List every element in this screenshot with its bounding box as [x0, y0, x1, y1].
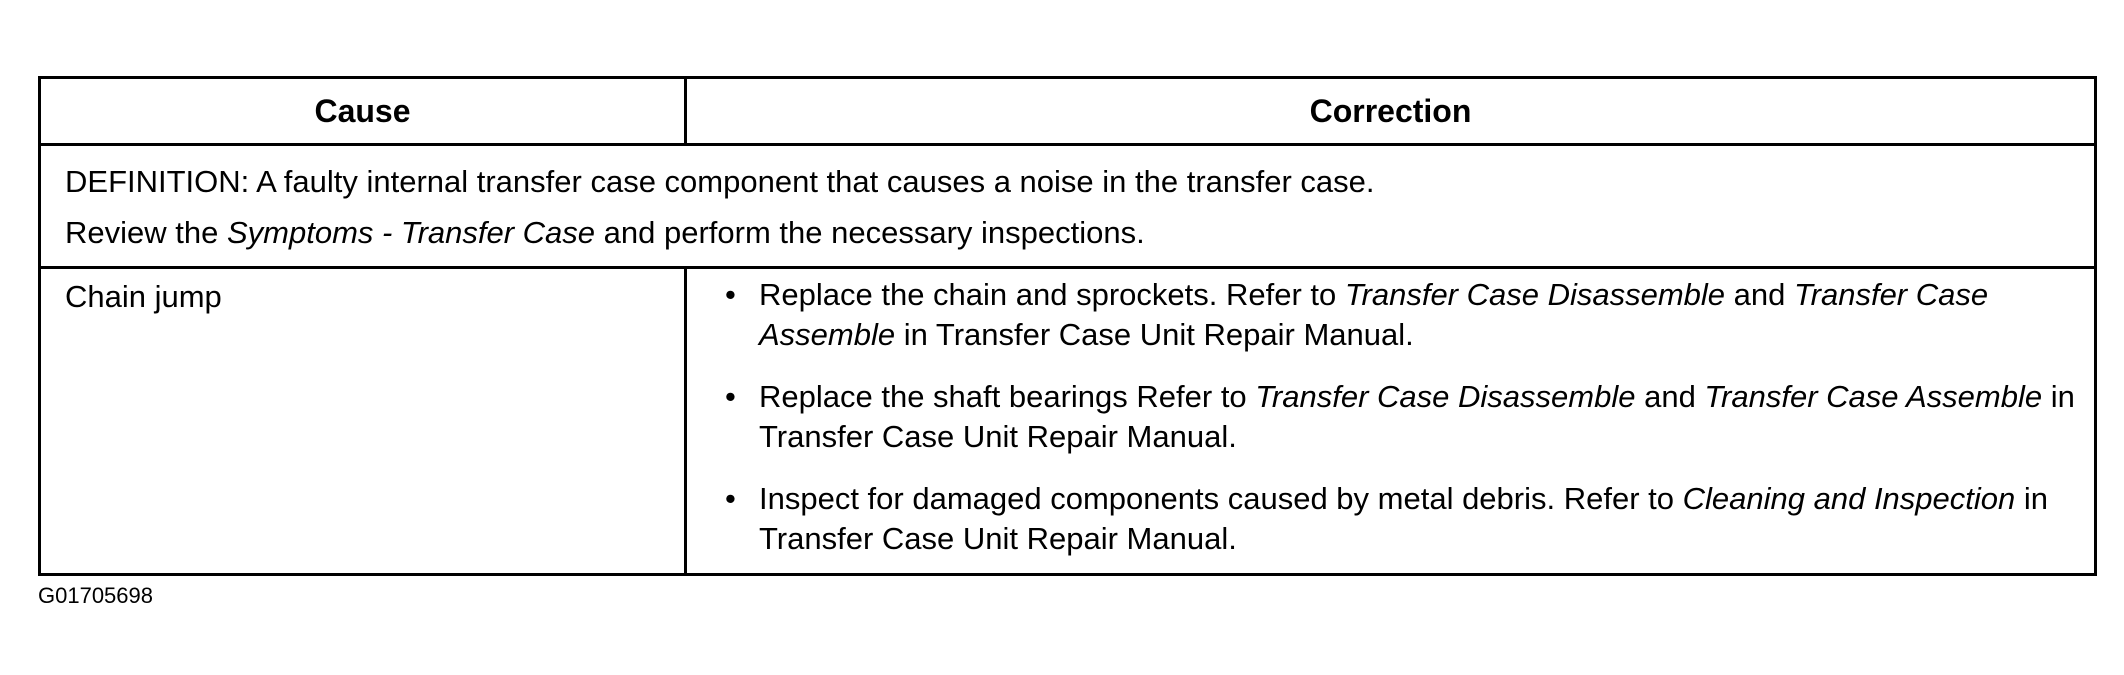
definition-text: DEFINITION: A faulty internal transfer c… [65, 164, 1375, 199]
review-text-post: and perform the necessary inspections. [595, 215, 1145, 250]
correction-header: Correction [684, 76, 2097, 146]
correction-item: • Inspect for damaged components caused … [725, 479, 2088, 559]
review-text-pre: Review the [65, 215, 227, 250]
diagnostic-table: Cause Correction DEFINITION: A faulty in… [38, 76, 2097, 576]
definition-cell: DEFINITION: A faulty internal transfer c… [38, 143, 2097, 269]
correction-text: and [1635, 379, 1705, 414]
bullet-icon: • [725, 481, 736, 516]
cause-header: Cause [38, 76, 687, 146]
correction-item: • Replace the shaft bearings Refer to Tr… [725, 377, 2088, 457]
correction-text: Replace the chain and sprockets. Refer t… [759, 277, 1345, 312]
correction-text: and [1725, 277, 1795, 312]
manual-reference: Transfer Case Assemble [759, 277, 1989, 352]
bullet-icon: • [725, 277, 736, 312]
definition-row: DEFINITION: A faulty internal transfer c… [38, 143, 2097, 269]
bullet-icon: • [725, 379, 736, 414]
correction-list: • Replace the chain and sprockets. Refer… [725, 275, 2088, 559]
correction-text: in Transfer Case Unit Repair Manual. [759, 481, 2049, 556]
correction-cell: • Replace the chain and sprockets. Refer… [684, 266, 2097, 576]
correction-text: Inspect for damaged components caused by… [759, 481, 1683, 516]
symptoms-reference: Symptoms - Transfer Case [226, 215, 596, 250]
manual-reference: Transfer Case Disassemble [1344, 277, 1726, 312]
correction-text: in Transfer Case Unit Repair Manual. [895, 317, 1414, 352]
manual-reference: Cleaning and Inspection [1682, 481, 2016, 516]
figure-id: G01705698 [38, 583, 153, 608]
table-row: Chain jump • Replace the chain and sproc… [38, 266, 2097, 576]
review-text: Review the Symptoms - Transfer Case and … [65, 207, 2070, 258]
correction-text: in Transfer Case Unit Repair Manual. [759, 379, 2075, 454]
manual-reference: Transfer Case Disassemble [1255, 379, 1636, 414]
cause-cell: Chain jump [38, 266, 687, 576]
correction-item: • Replace the chain and sprockets. Refer… [725, 275, 2088, 355]
correction-text: Replace the shaft bearings Refer to [759, 379, 1256, 414]
manual-reference: Transfer Case Assemble [1704, 379, 2043, 414]
header-row: Cause Correction [38, 76, 2097, 146]
